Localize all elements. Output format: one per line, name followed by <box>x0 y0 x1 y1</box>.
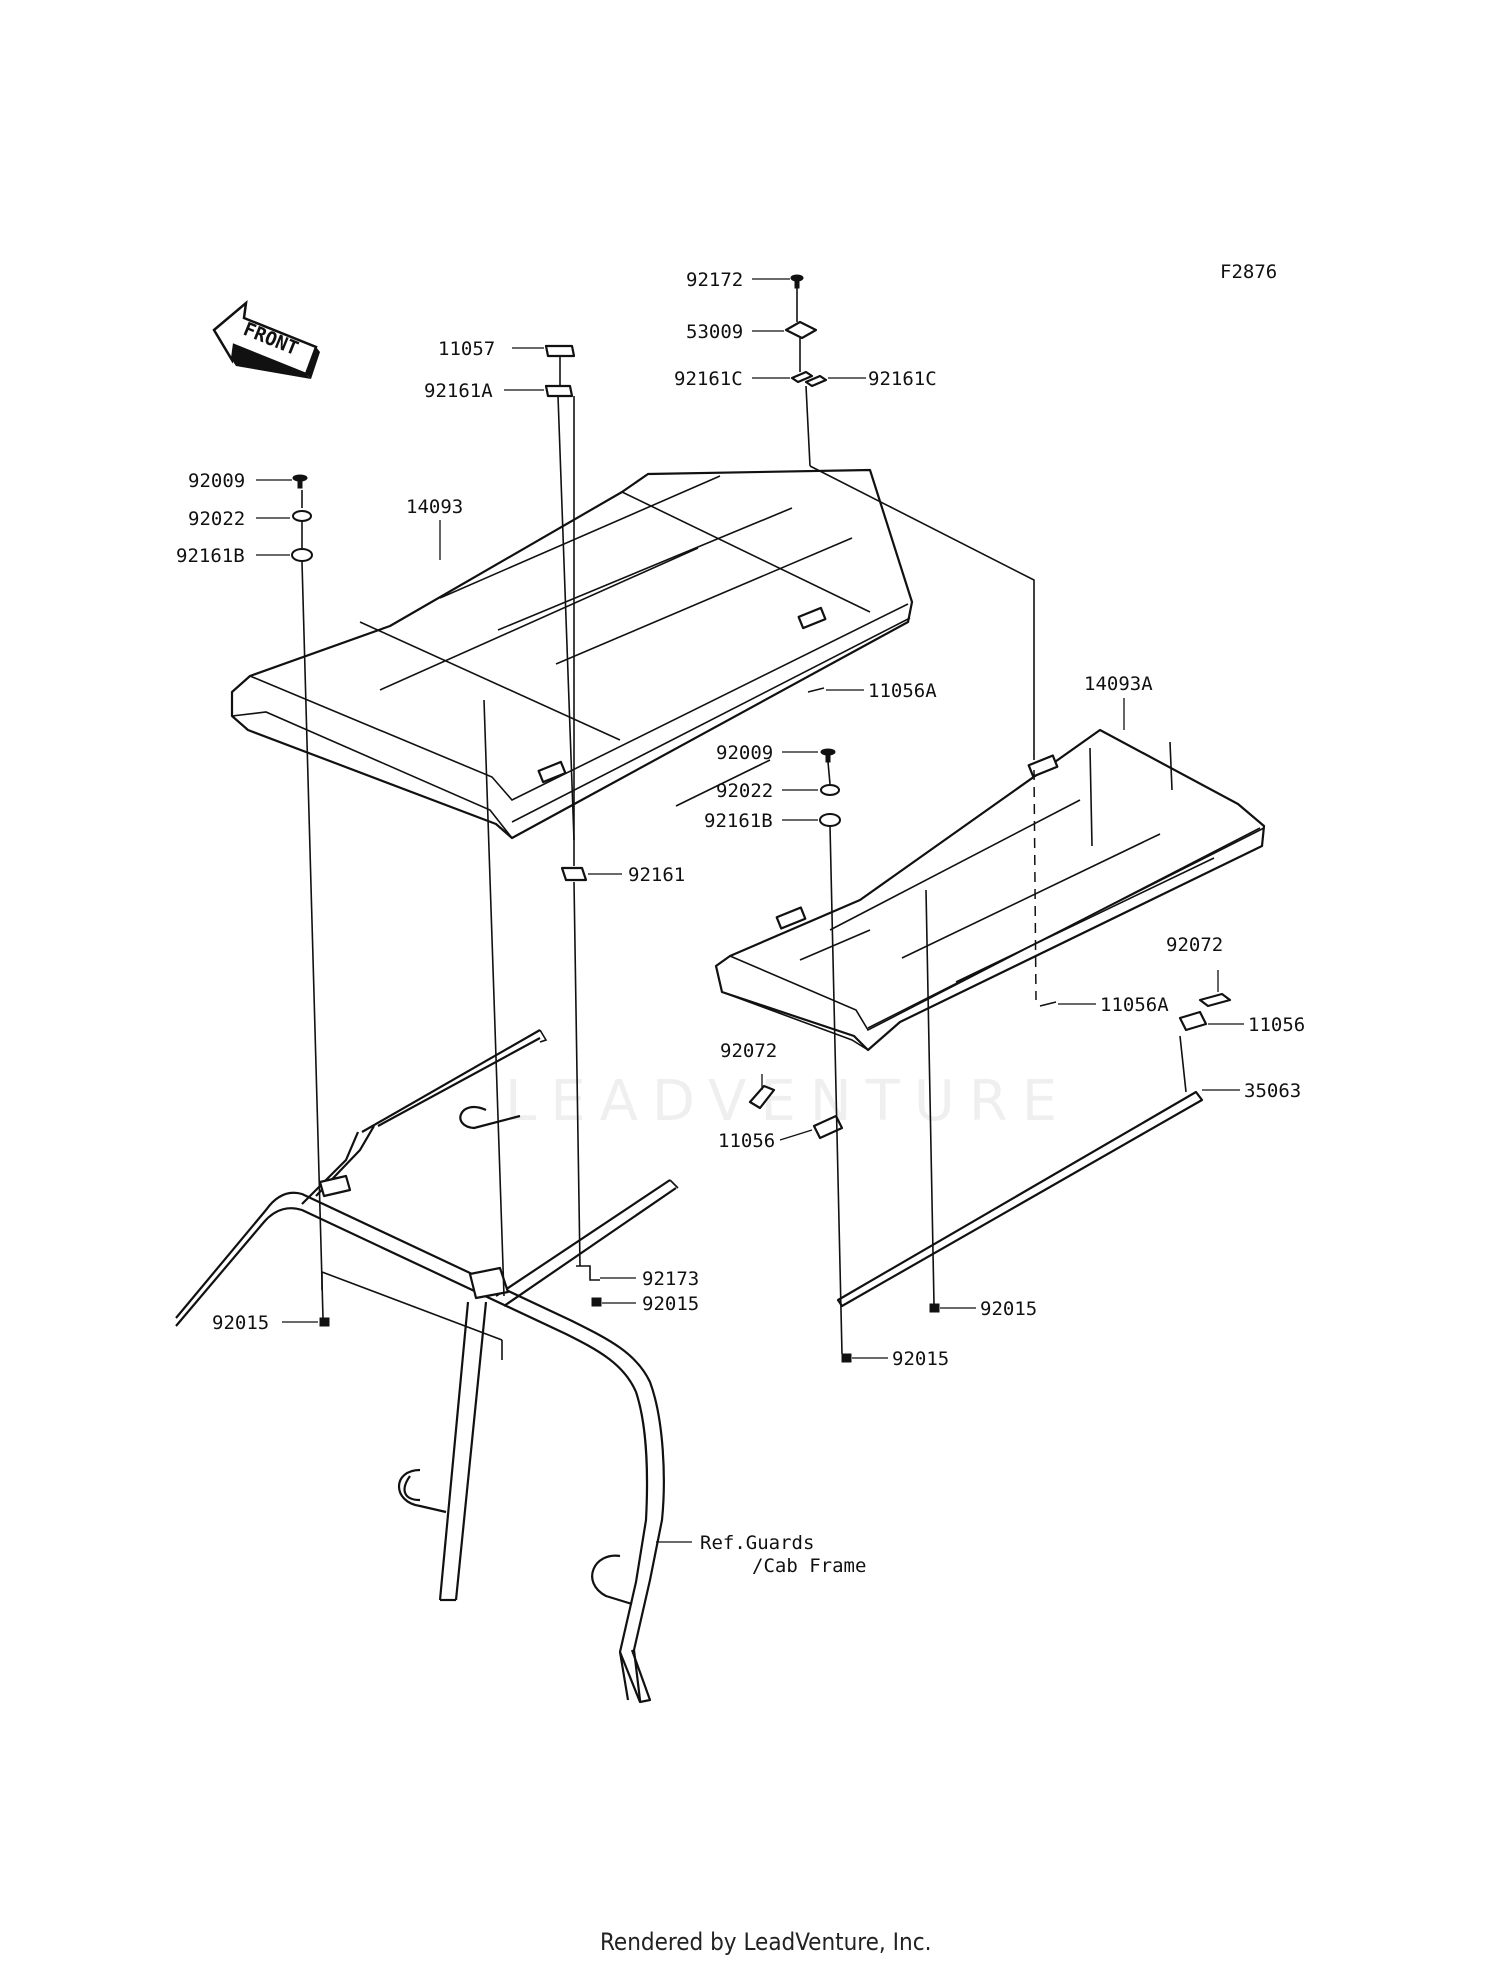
spacer-92161B-top-icon <box>291 548 313 562</box>
figure-code: F2876 <box>1220 261 1277 283</box>
callout-14093: 14093 <box>406 496 463 518</box>
bolt-92172-icon <box>790 274 804 289</box>
callout-92161A: 92161A <box>424 380 493 402</box>
clip-11056A-top-icon <box>807 687 825 693</box>
nut-92015-b-icon <box>591 1297 602 1307</box>
plate-11057-icon <box>544 344 576 358</box>
bracket-11056-right-icon <box>1178 1010 1208 1032</box>
callout-labels: 92172 53009 92161C 92161C 11057 92161A 9… <box>176 269 1305 1577</box>
callout-92161B-mid: 92161B <box>704 810 773 832</box>
callout-92172: 92172 <box>686 269 743 291</box>
callout-92072-right: 92072 <box>1166 934 1223 956</box>
roof-panel-14093A <box>714 728 1266 1052</box>
pad-92161-icon <box>560 866 588 882</box>
washer-92022-mid-icon <box>820 784 840 796</box>
nut-92015-c-icon <box>929 1303 940 1313</box>
pad-92161C-left-icon <box>790 370 814 384</box>
callout-92015-c: 92015 <box>980 1298 1037 1320</box>
callout-92009-mid: 92009 <box>716 742 773 764</box>
callout-92161C-right: 92161C <box>868 368 937 390</box>
callout-92161: 92161 <box>628 864 685 886</box>
footer-credit: Rendered by LeadVenture, Inc. <box>600 1928 931 1956</box>
callout-35063: 35063 <box>1244 1080 1301 1102</box>
clip-11056A-mid-icon <box>1039 1001 1057 1007</box>
ref-cab-frame-label: /Cab Frame <box>752 1555 866 1577</box>
callout-92015-d: 92015 <box>892 1348 949 1370</box>
nut-92015-a-icon <box>319 1317 330 1327</box>
washer-92022-top-icon <box>292 510 312 522</box>
callout-11056A-top: 11056A <box>868 680 937 702</box>
bolt-92009-top-icon <box>292 474 308 489</box>
callout-14093A: 14093A <box>1084 673 1153 695</box>
callout-92015-a: 92015 <box>212 1312 269 1334</box>
callout-92173: 92173 <box>642 1268 699 1290</box>
spacer-92161B-mid-icon <box>819 813 841 827</box>
ref-guards-label: Ref.Guards <box>700 1532 814 1554</box>
callout-11057: 11057 <box>438 338 495 360</box>
callout-92161B-top: 92161B <box>176 545 245 567</box>
pad-92161C-right-icon <box>804 374 828 388</box>
callout-92022-top: 92022 <box>188 508 245 530</box>
watermark: LEADVENTURE <box>505 1069 1071 1134</box>
callout-92072-left: 92072 <box>720 1040 777 1062</box>
bracket-92173-icon <box>576 1265 600 1281</box>
callout-92022-mid: 92022 <box>716 780 773 802</box>
callout-11056-left: 11056 <box>718 1130 775 1152</box>
assembly-lines <box>301 288 1187 1355</box>
clip-53009-icon <box>784 320 818 340</box>
callout-53009: 53009 <box>686 321 743 343</box>
callout-11056A-mid: 11056A <box>1100 994 1169 1016</box>
cab-frame <box>175 1029 679 1704</box>
bracket-11056-left-icon <box>812 1114 844 1140</box>
pad-92161A-icon <box>544 384 574 398</box>
roof-panel-14093 <box>230 468 914 840</box>
callout-92015-b: 92015 <box>642 1293 699 1315</box>
bolt-92009-mid-icon <box>820 748 836 763</box>
leader-lines <box>256 278 1244 1543</box>
callout-92009-top: 92009 <box>188 470 245 492</box>
clip-92072-left-icon <box>748 1084 776 1110</box>
nut-92015-d-icon <box>841 1353 852 1363</box>
front-arrow-icon: FRONT <box>212 299 320 379</box>
clip-92072-right-icon <box>1198 992 1232 1008</box>
callout-92161C-left: 92161C <box>674 368 743 390</box>
callout-11056-right: 11056 <box>1248 1014 1305 1036</box>
